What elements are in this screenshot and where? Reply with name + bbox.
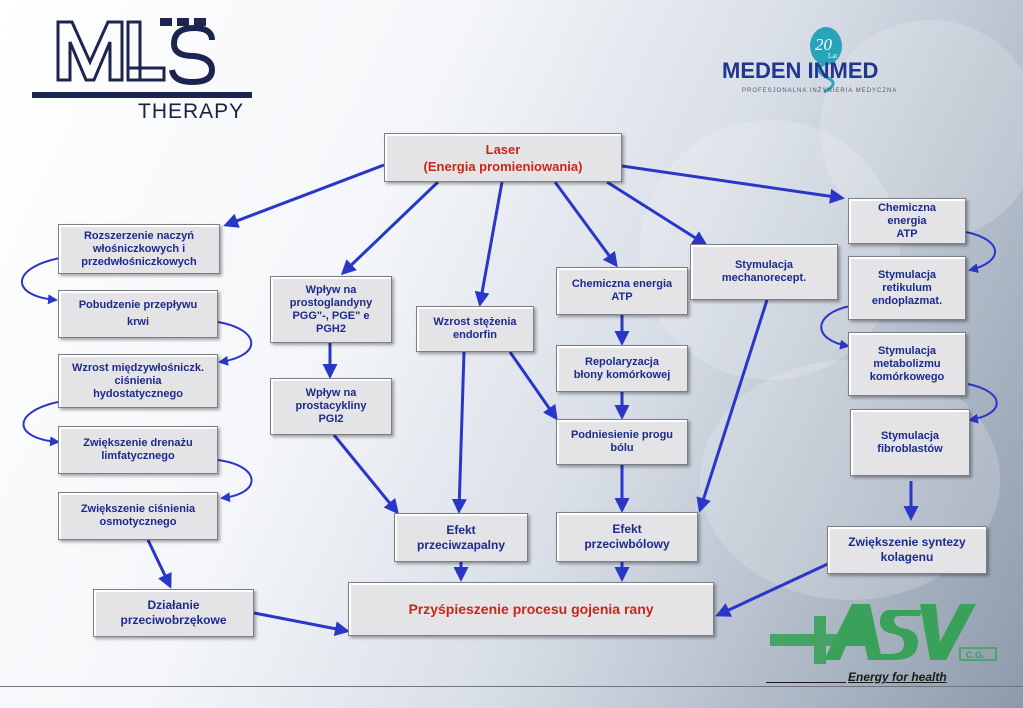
footer-line [0,686,1023,687]
arrow-mechanorecept-przeciwbolowy [696,299,769,513]
node-fibroblastow: Stymulacja fibroblastów [850,409,970,476]
node-prostacykliny: Wpływ na prostacykliny PGI2 [270,378,392,435]
node-przeciwzapalny: Efekt przeciwzapalny [394,513,528,562]
asv-sub: C.G. [966,650,985,660]
energy-line [766,682,846,683]
arrow-prostacykliny-przeciwzapalny [332,434,399,515]
node-przeciwbolowy: Efekt przeciwbólowy [556,512,698,562]
arrow-przeciwobrzekowe-gojenie [253,611,350,637]
node-gojenie: Przyśpieszenie procesu gojenia rany [348,582,714,636]
node-endorfin: Wzrost stężenia endorfin [416,306,534,352]
meden-inmed-subtitle: PROFESJONALNA INŻYNIERIA MEDYCZNA [742,88,898,94]
arrow-laser-prostoglandyny [340,180,440,276]
node-pobudzenie: Pobudzenie przepływu krwi [58,290,218,338]
arrow-osmotyczne-przeciwobrzekowe [146,539,172,589]
node-repolaryzacja: Repolaryzacja błony komórkowej [556,345,688,392]
node-kolagenu: Zwiększenie syntezy kolagenu [827,526,987,574]
node-mechanorecept: Stymulacja mechanorecept. [690,244,838,300]
arrow-laser-mechanorecept [606,180,708,246]
therapy-logo-text: THERAPY [138,100,245,123]
mls-therapy-logo [32,18,252,98]
anniversary-sub: Lat [828,52,837,60]
node-drenaz: Zwiększenie drenażu limfatycznego [58,426,218,474]
asv-tagline: Energy for health [848,670,947,684]
arrow-laser-endorfin [474,181,504,307]
curve-retikulum-metabolizmu [820,305,851,350]
curve-drenaz-osmotyczne [217,459,253,503]
node-retikulum: Stymulacja retikulum endoplazmat. [848,256,966,320]
arrow-endorfin-podniesienie [508,351,558,421]
curve-pobudzenie-wzrost [217,321,253,366]
node-wzrost-cisnienia: Wzrost międzywłośniczk. ciśnienia hydost… [58,354,218,408]
asv-logo: C.G. [770,604,997,664]
meden-inmed-logo: 20 Lat [810,27,842,94]
laser-title: Laser [485,141,521,157]
node-rozszerzenie: Rozszerzenie naczyń włośniczkowych i prz… [58,224,220,274]
arrow-kolagenu-gojenie [715,560,833,617]
node-chem-atp-right: Chemiczna energia ATP [848,198,966,244]
node-podniesienie: Podniesienie progu bólu [556,419,688,465]
laser-subtitle: (Energia promieniowania) [423,158,583,174]
node-prostoglandyny: Wpływ na prostoglandyny PGG"-, PGE" e PG… [270,276,392,343]
meden-inmed-text: MEDEN INMED [722,58,879,83]
curve-atp-retikulum [965,231,996,274]
curve-metabolizmu-fibroblastow [967,383,998,424]
node-osmotyczne: Zwiększenie ciśnienia osmotycznego [58,492,218,540]
anniversary-number: 20 [815,35,833,54]
node-chem-atp-mid: Chemiczna energia ATP [556,267,688,315]
curve-wzrost-drenaz [22,401,60,447]
laser-box: Laser (Energia promieniowania) [384,133,622,182]
node-metabolizmu: Stymulacja metabolizmu komórkowego [848,332,966,396]
arrow-laser-chem-atp-right [621,164,845,204]
arrow-laser-rozszerzenie [223,163,385,228]
curve-rozszerzenie-pobudzenie [21,257,61,305]
arrow-laser-chem-atp-mid [553,181,618,268]
node-przeciwobrzekowe: Działanie przeciwobrzękowe [93,589,254,637]
arrow-endorfin-przeciwzapalny [451,351,467,514]
